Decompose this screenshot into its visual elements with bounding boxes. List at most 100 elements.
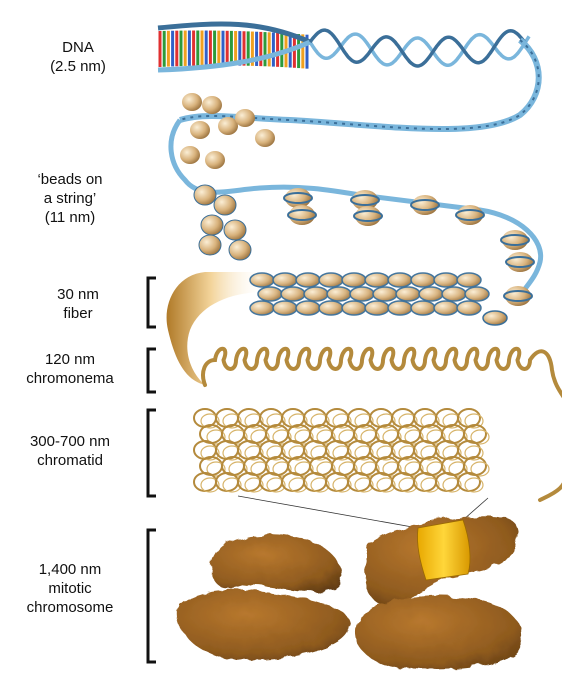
dna-wrap [350, 194, 380, 206]
chromatid-coil [382, 461, 402, 477]
fiber-nucleosome [257, 286, 283, 302]
chromatid-coil [332, 477, 352, 493]
chromatid-coil [391, 472, 415, 492]
chromatid-coil [294, 461, 314, 477]
chromatid-coil [376, 477, 396, 493]
fiber-nucleosome [272, 272, 298, 288]
fiber-nucleosome [456, 272, 482, 288]
nucleosome-bead [213, 194, 237, 216]
highlighted-chromatid-segment [417, 519, 471, 581]
dna-wrap [287, 209, 317, 221]
nucleosome-bead [200, 214, 224, 236]
chromatid-coil [354, 413, 374, 429]
chromatid-coil [325, 472, 349, 492]
chromatid-coil [354, 477, 374, 493]
chromatid-coil [376, 445, 396, 461]
chromatid-coil [442, 477, 462, 493]
chromatid-coil [250, 429, 270, 445]
dna-wrap [500, 234, 530, 246]
fiber-nucleosome [395, 286, 421, 302]
fiber-nucleosome [272, 300, 298, 316]
zoom-connector-lines [237, 495, 489, 529]
chromatid-coil [360, 461, 380, 477]
nucleosome-bead [223, 219, 247, 241]
dna-wrap [410, 199, 440, 211]
chromatid-coil [442, 413, 462, 429]
mitotic-chromosome [178, 516, 523, 670]
chromatid-coil [398, 413, 418, 429]
dna-loop-detail [179, 39, 540, 131]
fiber-nucleosome [372, 286, 398, 302]
fiber-nucleosome [410, 300, 436, 316]
fiber-nucleosome [341, 272, 367, 288]
chromatid-coil [369, 472, 393, 492]
fiber-nucleosome [249, 272, 275, 288]
chromatid-coil [420, 413, 440, 429]
chromatid-coil [228, 429, 248, 445]
chromatid-coil [288, 477, 308, 493]
nucleosome-bead [198, 234, 222, 256]
chromatid-coil [310, 477, 330, 493]
chromatid-coil [448, 461, 468, 477]
chromatid-coil [426, 429, 446, 445]
chromatid-coil [244, 413, 264, 429]
30nm-fiber [166, 272, 508, 385]
chromatid-coil [360, 429, 380, 445]
120nm-chromonema-loops [201, 346, 562, 502]
chromatid-arm-upper-left [211, 534, 343, 593]
chromatid-arm-lower-right [354, 595, 523, 670]
chromatid-coil [413, 472, 437, 492]
chromatid-coil [288, 445, 308, 461]
nucleosome-bead [505, 286, 531, 306]
chromatid-coil [200, 477, 220, 493]
chromatid-coil [244, 477, 264, 493]
bracket-1400nm [146, 528, 156, 664]
chromatid-coil [222, 477, 242, 493]
chromatid-coil [222, 445, 242, 461]
chromatid-coil [200, 445, 220, 461]
chromatid-coil [294, 429, 314, 445]
dna-wrap [505, 256, 535, 268]
fiber-nucleosome [364, 272, 390, 288]
chromatid-coil [382, 429, 402, 445]
fiber-nucleosome [295, 300, 321, 316]
chromatid-coil [266, 445, 286, 461]
fiber-nucleosome [482, 310, 508, 326]
nucleosome-bead [285, 188, 311, 208]
nucleosome-bead [218, 117, 238, 135]
chromatid-coil [310, 445, 330, 461]
chromatid-coil [338, 429, 358, 445]
dna-helix-strand [308, 28, 531, 68]
nucleosome-bead [235, 109, 255, 127]
chromatid-coil [435, 472, 459, 492]
fiber-nucleosome [318, 272, 344, 288]
chromatid-coil [272, 429, 292, 445]
chromatid-coil [215, 472, 239, 492]
nucleosome-bead [507, 252, 533, 272]
nucleosome-bead [502, 230, 528, 250]
fiber-nucleosome [364, 300, 390, 316]
chromatid-coil [376, 413, 396, 429]
chromatid-coil [228, 461, 248, 477]
chromatid-coil [266, 477, 286, 493]
fiber-nucleosome [326, 286, 352, 302]
nucleosome-bead [182, 93, 202, 111]
scale-brackets [146, 276, 156, 664]
chromatid-coil [347, 472, 371, 492]
fiber-nucleosome [387, 300, 413, 316]
chromatid-coil [310, 413, 330, 429]
chromatid-coils [193, 408, 490, 493]
nucleosome-bead [193, 184, 217, 206]
chromatid-coil [206, 461, 226, 477]
chromatid-coil [464, 477, 484, 493]
chromatid-coil [398, 445, 418, 461]
fiber-nucleosome [456, 300, 482, 316]
nucleosome-bead [202, 96, 222, 114]
fiber-nucleosome [387, 272, 413, 288]
chromatid-coil [303, 472, 327, 492]
dna-backbone-bottom [157, 39, 312, 73]
nucleosome-bead [355, 206, 381, 226]
